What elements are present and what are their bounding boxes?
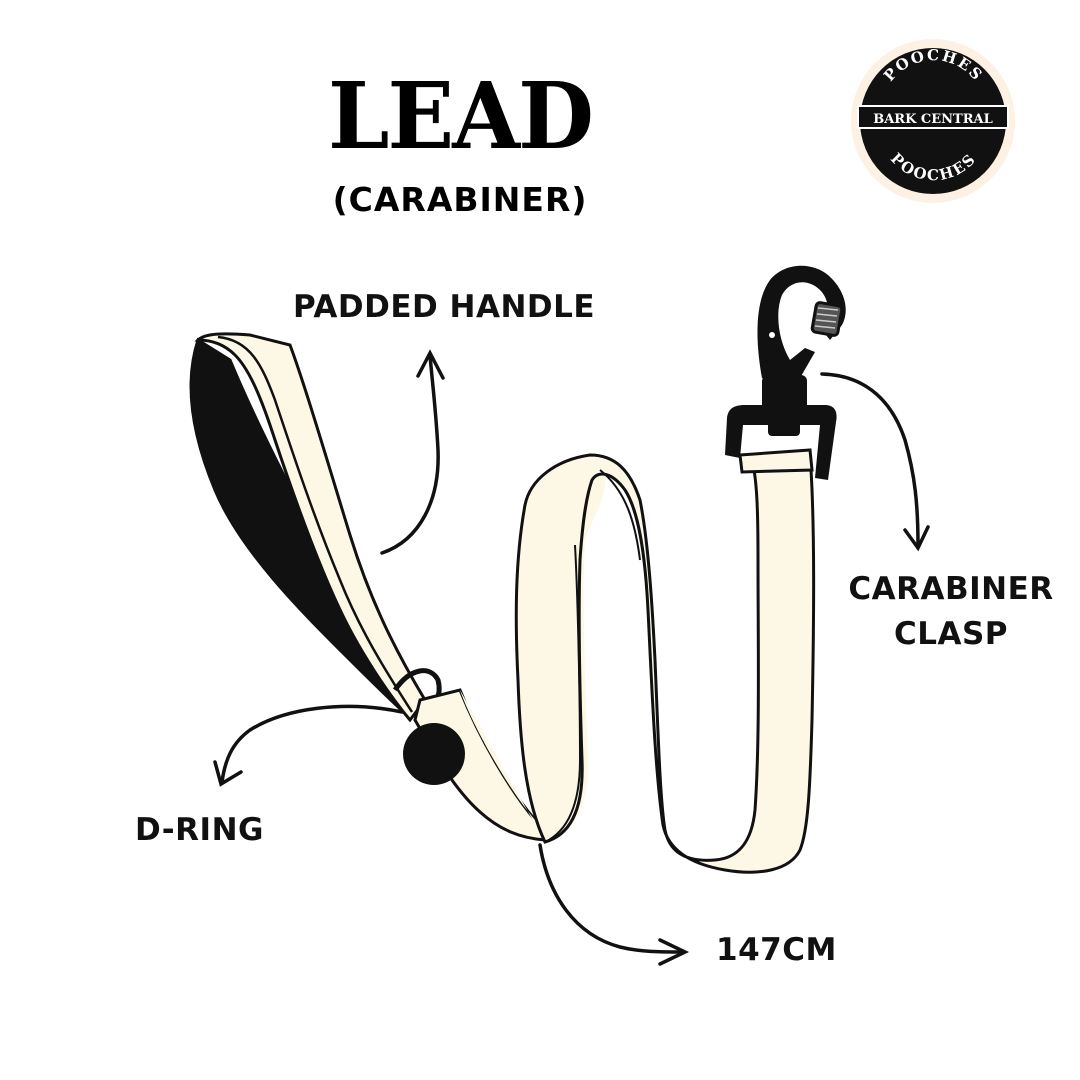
- svg-text:POOCHES: POOCHES: [887, 149, 980, 184]
- clasp-bracket: [725, 405, 837, 480]
- callout-length: 147CM: [716, 932, 837, 968]
- arrow-carabiner-clasp: [820, 372, 930, 552]
- logo-center-text: BARK CENTRAL: [873, 112, 993, 127]
- d-ring: [403, 723, 465, 785]
- clasp-swivel-ring: [768, 412, 800, 436]
- clasp-hook: [757, 265, 846, 378]
- strap-handle-inner: [217, 335, 414, 713]
- svg-text:POOCHES: POOCHES: [880, 46, 987, 85]
- arrow-padded-handle: [380, 349, 445, 555]
- callout-padded-handle: PADDED HANDLE: [293, 289, 596, 325]
- page-title: LEAD: [327, 62, 594, 170]
- callout-carabiner-clasp: CARABINER CLASP: [848, 571, 1054, 652]
- strap-inner-line: [544, 544, 582, 843]
- logo-arc-bottom: POOCHES: [887, 149, 978, 184]
- clasp-swivel: [762, 375, 807, 413]
- strap-top-end: [738, 448, 814, 474]
- strap-segment-c: [514, 453, 816, 874]
- logo-arc-top: POOCHES: [880, 46, 985, 85]
- clasp-pin: [769, 332, 775, 338]
- arrow-d-ring: [213, 704, 404, 787]
- callout-d-ring: D-RING: [135, 812, 264, 848]
- strap-handle: [194, 332, 427, 723]
- strap-inner-line-2: [599, 469, 641, 561]
- clasp-gate-grip-pattern: [814, 307, 839, 329]
- page-subtitle: (CARABINER): [332, 180, 588, 219]
- brand-logo: [851, 39, 1015, 203]
- arrow-length: [538, 843, 690, 966]
